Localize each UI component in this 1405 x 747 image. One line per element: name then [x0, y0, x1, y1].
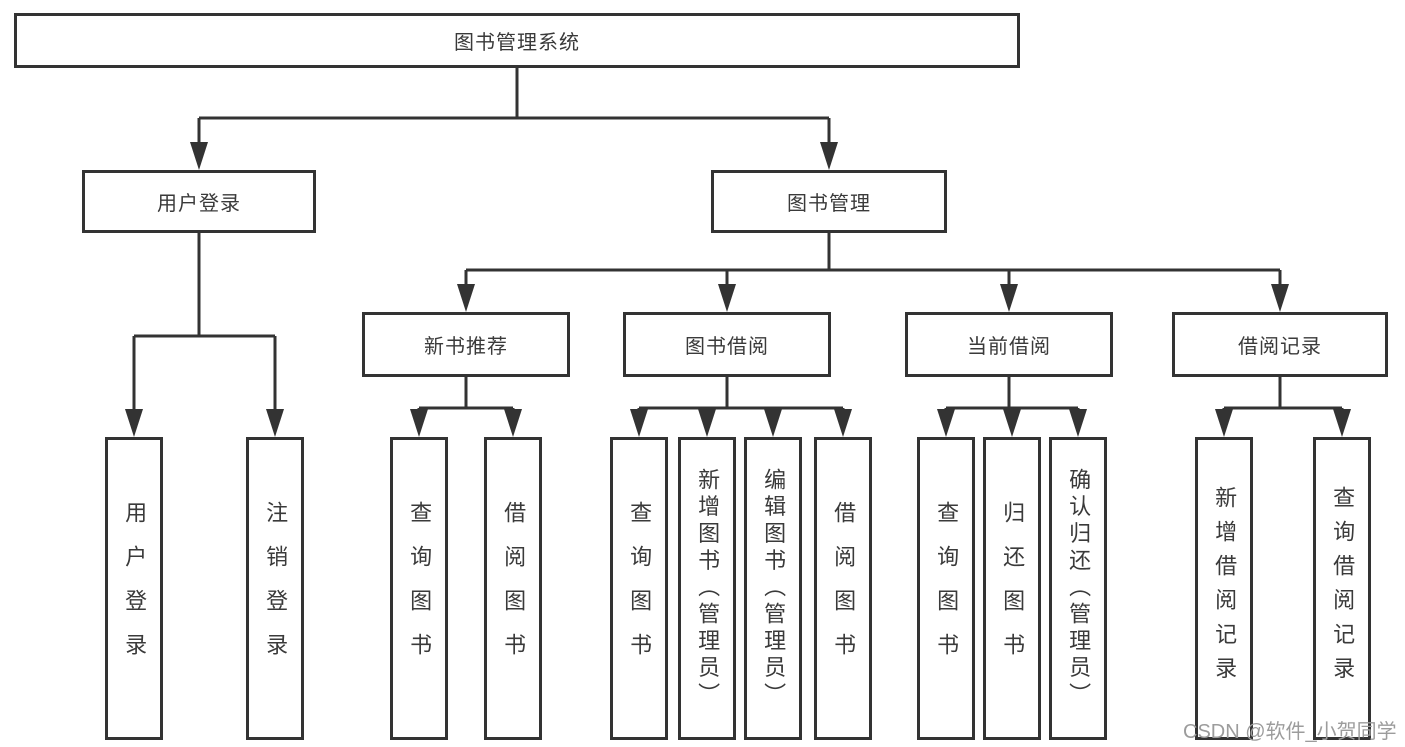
leaf-logout: 注销登录: [246, 437, 304, 740]
leaf-confirm-return-admin: 确认归还（管理员）: [1049, 437, 1107, 740]
leaf-label: 用户登录: [122, 500, 148, 677]
arrowhead-icons: [125, 142, 1351, 437]
node-book-management: 图书管理: [711, 170, 947, 233]
leaf-query-books-borrow: 查询图书: [610, 437, 668, 740]
leaf-label: 借阅图书: [501, 500, 527, 677]
node-label: 借阅记录: [1238, 336, 1322, 358]
node-label: 新书推荐: [424, 336, 508, 358]
node-book-borrow: 图书借阅: [623, 312, 831, 377]
node-label: 图书借阅: [685, 336, 769, 358]
leaf-label: 新增图书（管理员）: [695, 467, 721, 710]
leaf-query-books-recommend: 查询图书: [390, 437, 448, 740]
leaf-label: 新增借阅记录: [1212, 486, 1238, 691]
leaf-label: 借阅图书: [831, 500, 857, 677]
node-library-management-system: 图书管理系统: [14, 13, 1020, 68]
leaf-query-books-current: 查询图书: [917, 437, 975, 740]
node-label: 图书管理: [787, 193, 871, 215]
leaf-add-books-admin: 新增图书（管理员）: [678, 437, 736, 740]
csdn-watermark: CSDN @软件_小贺同学: [1183, 721, 1397, 743]
leaf-label: 编辑图书（管理员）: [761, 467, 787, 710]
node-label: 当前借阅: [967, 336, 1051, 358]
node-label: 图书管理系统: [454, 32, 580, 54]
leaf-return-books: 归还图书: [983, 437, 1041, 740]
node-current-borrow: 当前借阅: [905, 312, 1113, 377]
leaf-label: 查询图书: [934, 500, 960, 677]
node-borrow-record: 借阅记录: [1172, 312, 1388, 377]
leaf-label: 查询图书: [627, 500, 653, 677]
leaf-borrow-books-recommend: 借阅图书: [484, 437, 542, 740]
leaf-label: 确认归还（管理员）: [1066, 467, 1092, 710]
leaf-borrow-books: 借阅图书: [814, 437, 872, 740]
leaf-label: 查询图书: [407, 500, 433, 677]
leaf-user-login: 用户登录: [105, 437, 163, 740]
leaf-label: 查询借阅记录: [1330, 486, 1356, 691]
leaf-edit-books-admin: 编辑图书（管理员）: [744, 437, 802, 740]
leaf-label: 归还图书: [1000, 500, 1026, 677]
node-new-book-recommend: 新书推荐: [362, 312, 570, 377]
leaf-label: 注销登录: [263, 500, 289, 677]
leaf-add-borrow-record: 新增借阅记录: [1195, 437, 1253, 740]
node-label: 用户登录: [157, 193, 241, 215]
connector-paths: [132, 68, 1344, 418]
node-user-login: 用户登录: [82, 170, 316, 233]
leaf-query-borrow-record: 查询借阅记录: [1313, 437, 1371, 740]
